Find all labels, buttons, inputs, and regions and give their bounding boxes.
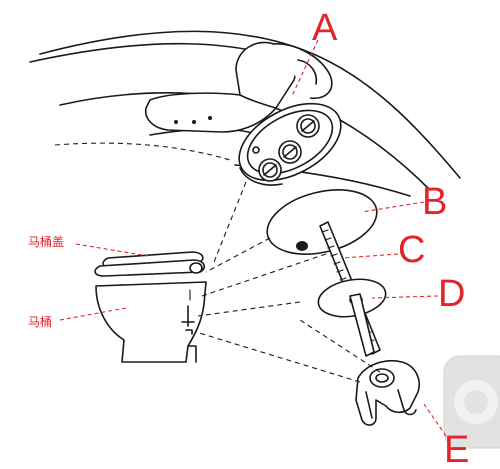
screw-head-2	[278, 140, 302, 164]
label-part-a: A	[312, 7, 338, 49]
screw-head-3	[258, 158, 282, 182]
part-e-anchor-nut	[355, 360, 420, 426]
label-part-c: C	[398, 229, 425, 271]
label-part-d: D	[438, 273, 465, 315]
label-seat-lid: 马桶盖	[28, 234, 64, 249]
part-a-hinge-plate	[238, 102, 342, 186]
watermark-tile	[443, 355, 500, 449]
label-part-e: E	[444, 429, 469, 469]
label-toilet: 马桶	[28, 314, 52, 329]
hinge-lever	[144, 41, 333, 133]
label-part-b: B	[422, 181, 447, 223]
part-b-rubber-washer	[266, 189, 378, 255]
toilet-body-small	[95, 281, 207, 363]
part-d-flat-washer	[317, 278, 387, 357]
toilet-lid-small	[94, 251, 206, 277]
screw-head-1	[296, 114, 320, 138]
label-leaders	[59, 39, 447, 437]
assembly-guides	[195, 181, 381, 383]
